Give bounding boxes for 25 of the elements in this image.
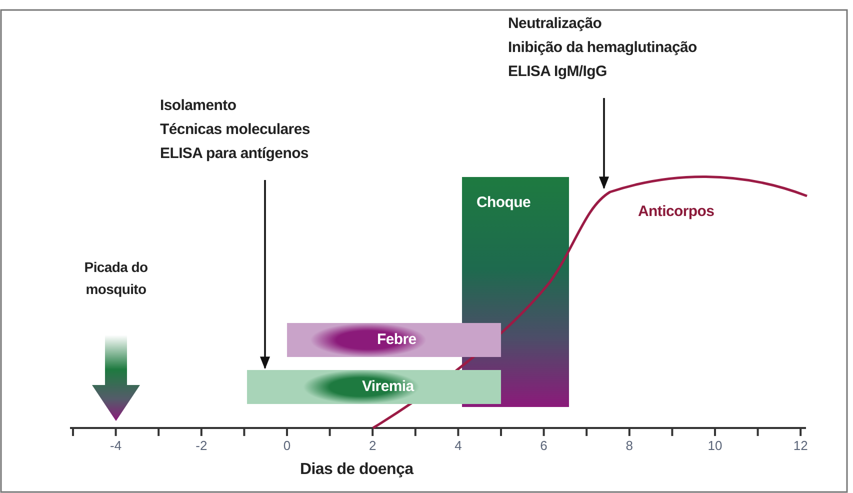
arrow (260, 180, 270, 370)
tick-label: 12 (792, 438, 809, 453)
curve-label: Anticorpos (638, 202, 714, 222)
event-label: Picada do mosquito (76, 256, 156, 300)
fever-bar (287, 323, 501, 357)
method-label: Isolamento (160, 96, 238, 116)
tick-label: -2 (194, 438, 208, 453)
tick-label: 10 (706, 438, 724, 453)
method-label: Neutralização (508, 14, 603, 34)
period-label: Choque (476, 193, 530, 213)
tick-label: 8 (624, 438, 634, 453)
bar-label: Febre (377, 330, 416, 350)
axis-title: Dias de doença (300, 460, 414, 480)
method-label: Técnicas moleculares (160, 120, 310, 140)
arrow (598, 98, 610, 190)
tick-label: -4 (109, 438, 123, 453)
method-label: ELISA para antígenos (160, 144, 310, 164)
tick-label: 0 (282, 438, 292, 453)
tick-label: 6 (539, 438, 548, 453)
viremia-bar (247, 370, 501, 404)
tick-label: 2 (368, 438, 378, 453)
tick-label: 4 (454, 438, 463, 453)
method-label: ELISA IgM/IgG (508, 62, 608, 82)
bar-label: Viremia (362, 377, 414, 397)
method-label: Inibição da hemaglutinação (508, 38, 697, 58)
